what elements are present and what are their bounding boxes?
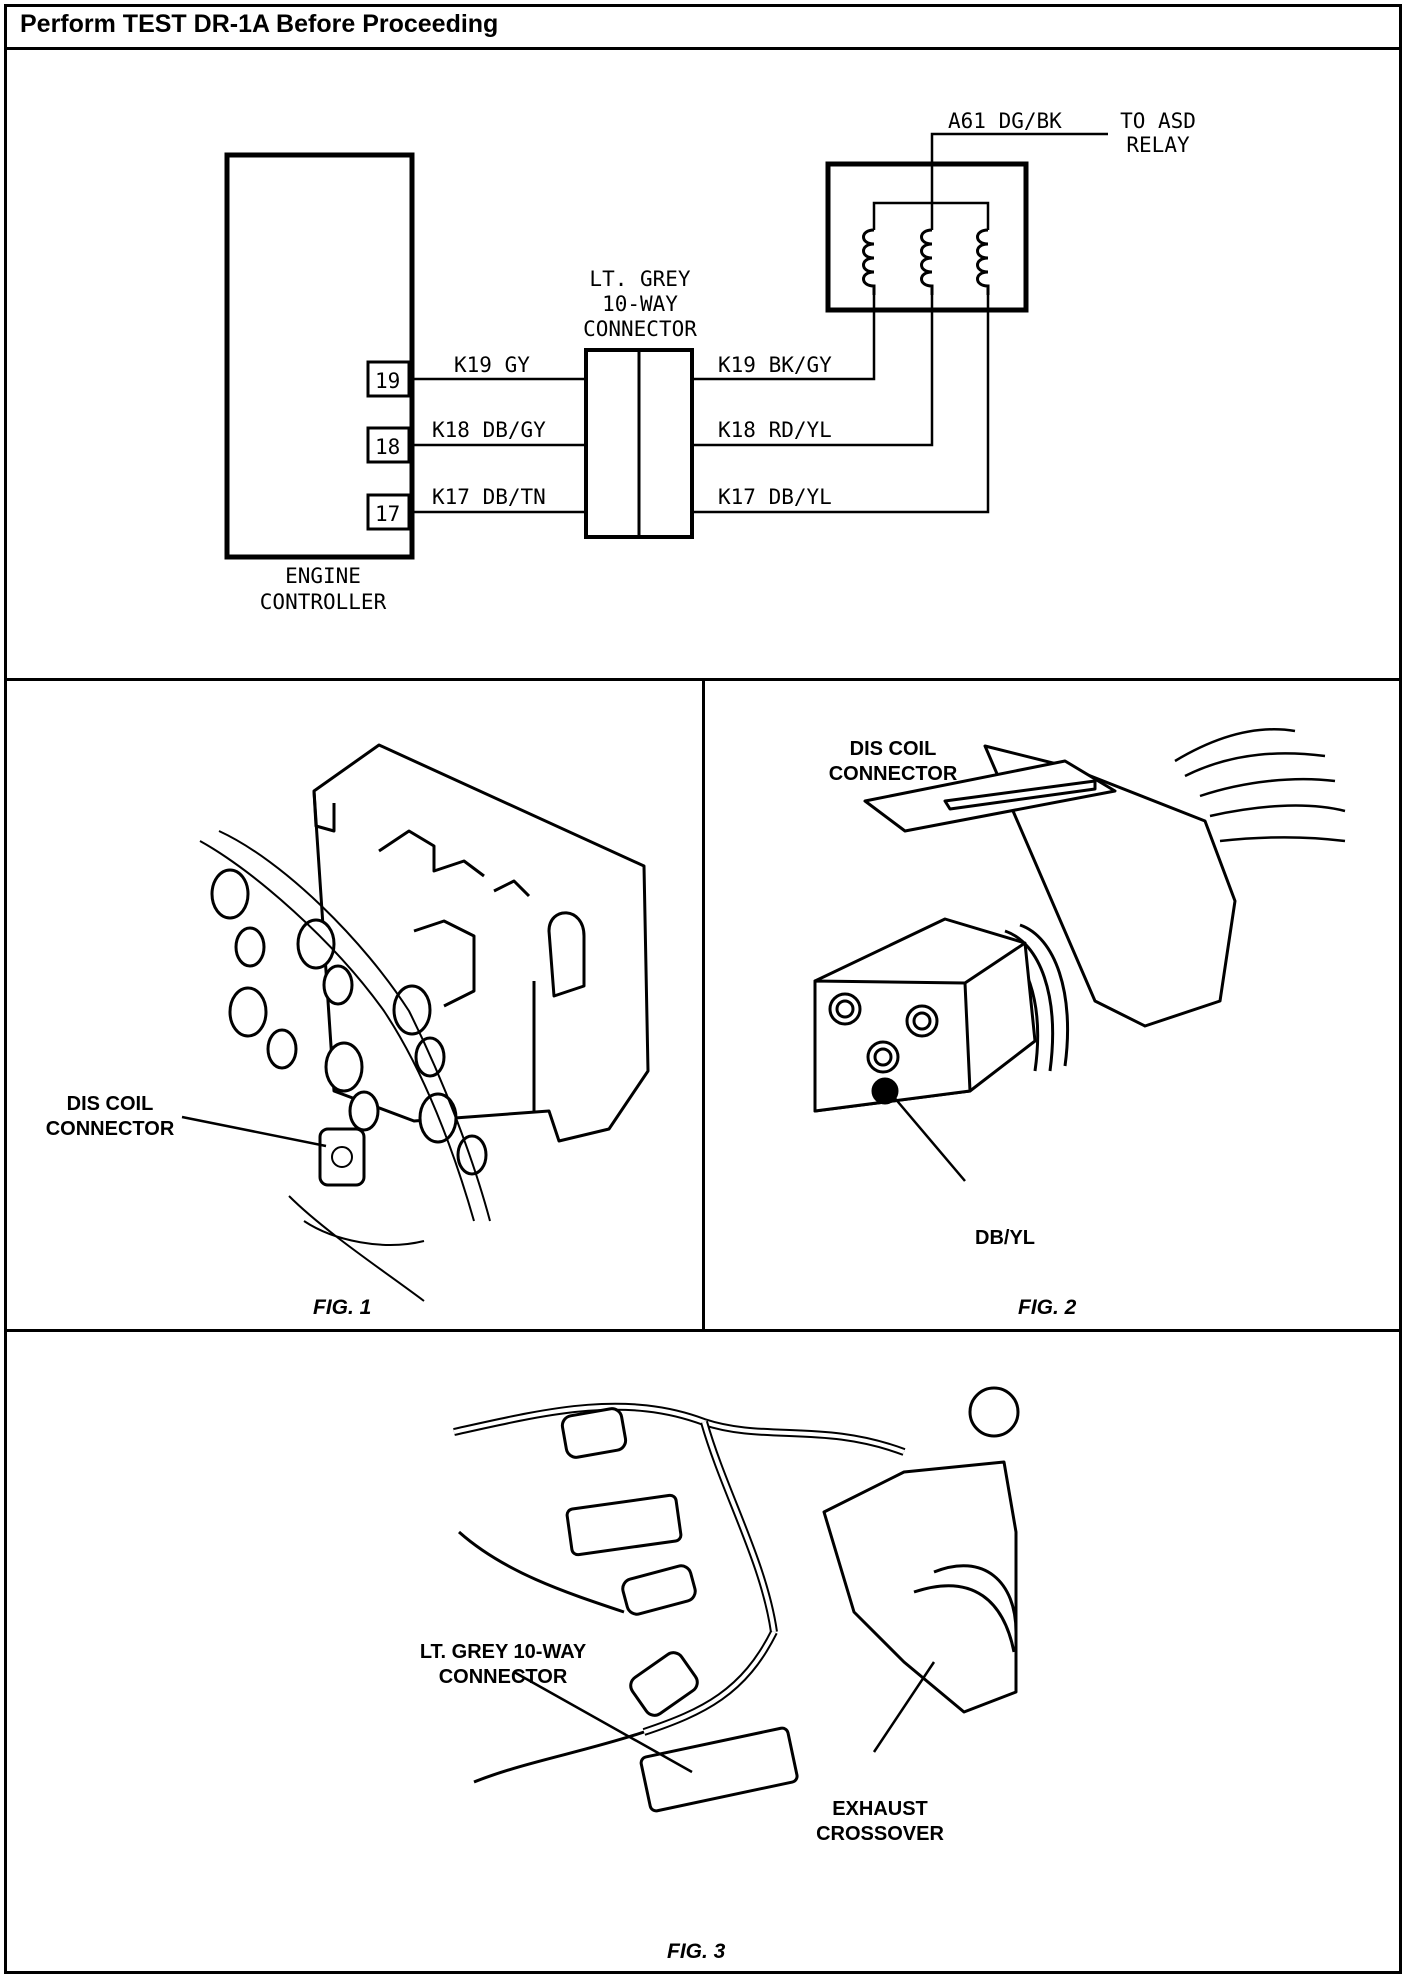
page-frame [4,4,1402,1974]
wire-label-k18-left: K18 DB/GY [432,418,546,442]
wire-label-k19-left: K19 GY [454,353,530,377]
fig1-caption: FIG. 1 [313,1296,372,1319]
coil-pack-box [825,161,1029,313]
header-bar: Perform TEST DR-1A Before Proceeding [4,4,1402,50]
divider-middle [702,678,705,1332]
wire-label-k18-right: K18 RD/YL [718,418,832,442]
connector-label-line1: LT. GREY [589,267,691,291]
pin-label-18: 18 [375,435,400,459]
fig3-lt-grey-connector [639,1726,799,1813]
wire-label-k17-right: K17 DB/YL [718,485,832,509]
fig3-caption: FIG. 3 [667,1940,726,1963]
pin-box-17 [366,493,411,531]
connector-label-line2: 10-WAY [602,292,678,316]
connector-label-line3: CONNECTOR [583,317,697,341]
fig2-caption: FIG. 2 [1018,1296,1077,1319]
wiring-schematic: 19 18 17 K19 GY K18 DB/GY K17 DB/TN K19 … [224,109,1196,614]
engine-controller-box [224,152,415,560]
to-asd-label-line2: RELAY [1126,133,1190,157]
fig2-db-yl-terminal [871,1077,899,1105]
pin-label-19: 19 [375,369,400,393]
engine-controller-label-line2: CONTROLLER [260,590,387,614]
pin-box-19 [366,360,411,398]
page-title: Perform TEST DR-1A Before Proceeding [20,10,499,38]
pin-box-18 [366,426,411,464]
fig2-illustration [813,728,1346,1182]
fig1-dis-coil-connector [318,1127,366,1187]
fig2-callout-db-yl: DB/YL [975,1227,1035,1249]
wire-label-k17-left: K17 DB/TN [432,485,546,509]
fig3-illustration [453,1386,1020,1813]
engine-controller-label-line1: ENGINE [285,564,361,588]
wire-label-k19-right: K19 BK/GY [718,353,832,377]
feed-wire-label: A61 DG/BK [948,109,1062,133]
to-asd-label-line1: TO ASD [1120,109,1196,133]
fig1-illustration [181,743,650,1302]
pin-label-17: 17 [375,502,400,526]
